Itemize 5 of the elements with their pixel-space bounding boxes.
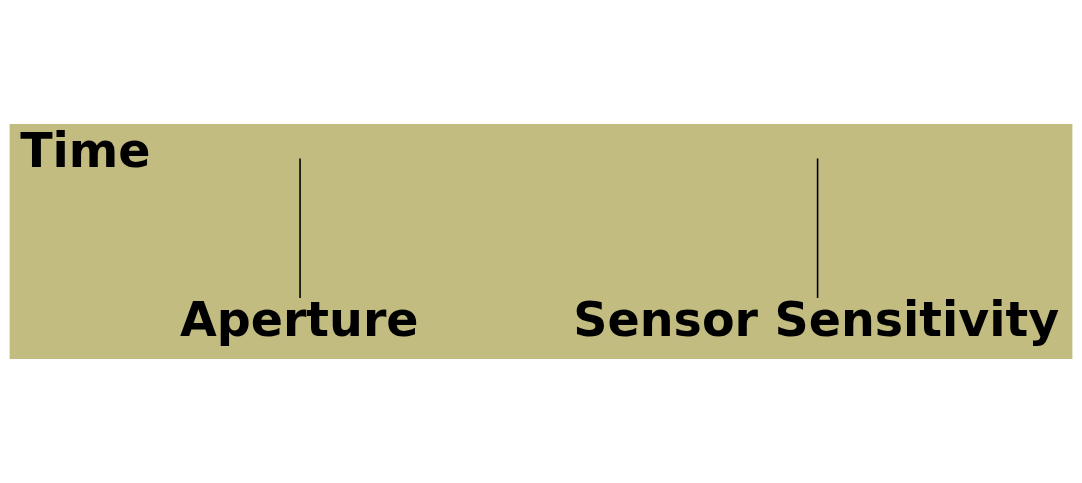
connector [299, 157, 301, 299]
node-text: Aperture [179, 292, 419, 348]
node-text: Time [20, 123, 151, 179]
connector [816, 157, 819, 299]
node-text: Sensor Sensitivity [573, 292, 1060, 348]
